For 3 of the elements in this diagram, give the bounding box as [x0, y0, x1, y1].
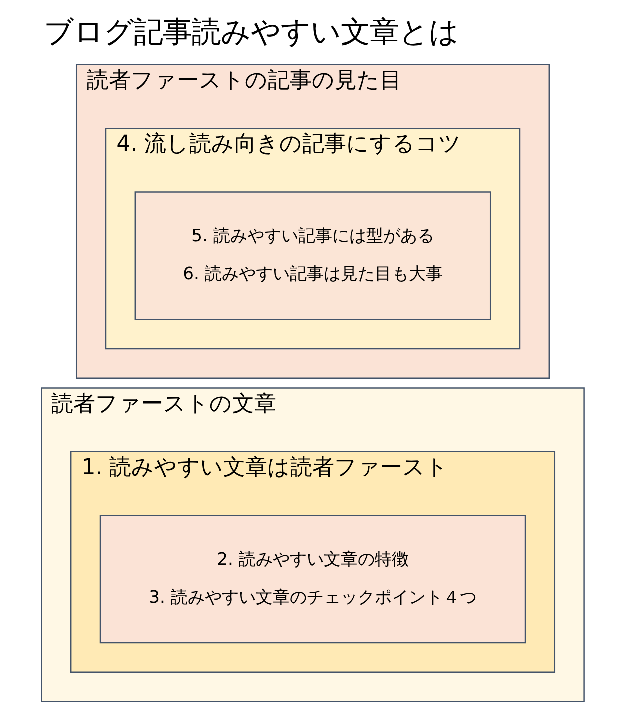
- node-box: 2. 読みやすい文章の特徴 3. 読みやすい文章のチェックポイント４つ: [99, 515, 526, 644]
- diagram-title: ブログ記事読みやすい文章とは: [44, 14, 459, 49]
- node-box: 5. 読みやすい記事には型がある 6. 読みやすい記事は見た目も大事: [134, 192, 491, 320]
